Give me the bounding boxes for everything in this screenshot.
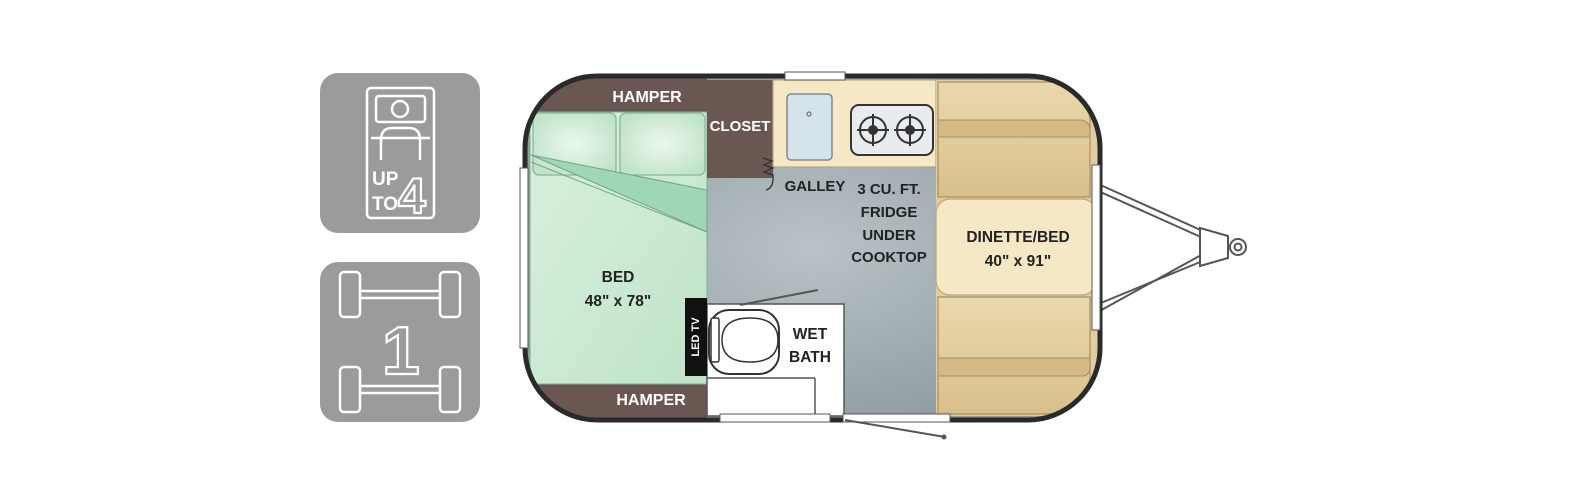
dinette-label: DINETTE/BED 40" x 91"	[966, 229, 1069, 270]
pillow-right	[619, 112, 706, 176]
toilet-icon	[708, 309, 780, 375]
galley-counter	[772, 79, 937, 168]
galley-label: GALLEY	[785, 178, 846, 195]
svg-text:WET: WET	[793, 326, 828, 343]
bed-person-icon	[365, 86, 436, 220]
led-tv	[685, 298, 707, 376]
svg-text:3 CU. FT.: 3 CU. FT.	[857, 181, 920, 198]
wet-bath	[706, 303, 845, 417]
hamper-top-label: HAMPER	[612, 89, 682, 106]
bed-fold	[530, 154, 708, 233]
svg-text:BED: BED	[602, 269, 635, 286]
svg-text:BATH: BATH	[789, 349, 831, 366]
svg-text:48" x 78": 48" x 78"	[585, 293, 651, 310]
sleeps-number: 4	[398, 168, 426, 224]
sleeps-line2: TO	[372, 194, 398, 215]
hitch-tongue	[1095, 182, 1247, 314]
fridge-label: 3 CU. FT. FRIDGE UNDER COOKTOP	[851, 181, 927, 266]
hamper-bottom-label: HAMPER	[616, 392, 686, 409]
axle-number: 1	[382, 313, 420, 389]
axle-count-badge: 1	[320, 262, 480, 422]
wet-bath-label: WET BATH	[789, 326, 831, 366]
axle-icon	[338, 270, 462, 414]
svg-text:40" x 91": 40" x 91"	[985, 253, 1051, 270]
dinette-seat-bottom	[937, 296, 1091, 415]
sleeping-capacity-badge: UP TO 4	[320, 73, 480, 233]
svg-text:DINETTE/BED: DINETTE/BED	[966, 229, 1069, 246]
closet	[707, 80, 773, 178]
shell-openings	[519, 71, 1101, 423]
bath-door	[739, 289, 819, 306]
dinette	[935, 80, 1100, 416]
entry-door	[844, 419, 946, 438]
dinette-table	[935, 198, 1097, 296]
led-tv-label: LED TV	[690, 317, 702, 357]
svg-text:FRIDGE: FRIDGE	[861, 204, 918, 221]
bed-area	[529, 111, 708, 385]
closet-label: CLOSET	[710, 118, 771, 135]
svg-text:UNDER: UNDER	[862, 227, 916, 244]
sleeps-line1: UP	[372, 169, 399, 190]
bed-label: BED 48" x 78"	[585, 269, 651, 310]
svg-text:COOKTOP: COOKTOP	[851, 249, 927, 266]
cooktop	[850, 104, 934, 156]
closet-hanger	[762, 157, 775, 191]
dinette-seat-top	[937, 81, 1091, 198]
sink	[786, 93, 833, 161]
trailer-interior	[525, 76, 1100, 420]
